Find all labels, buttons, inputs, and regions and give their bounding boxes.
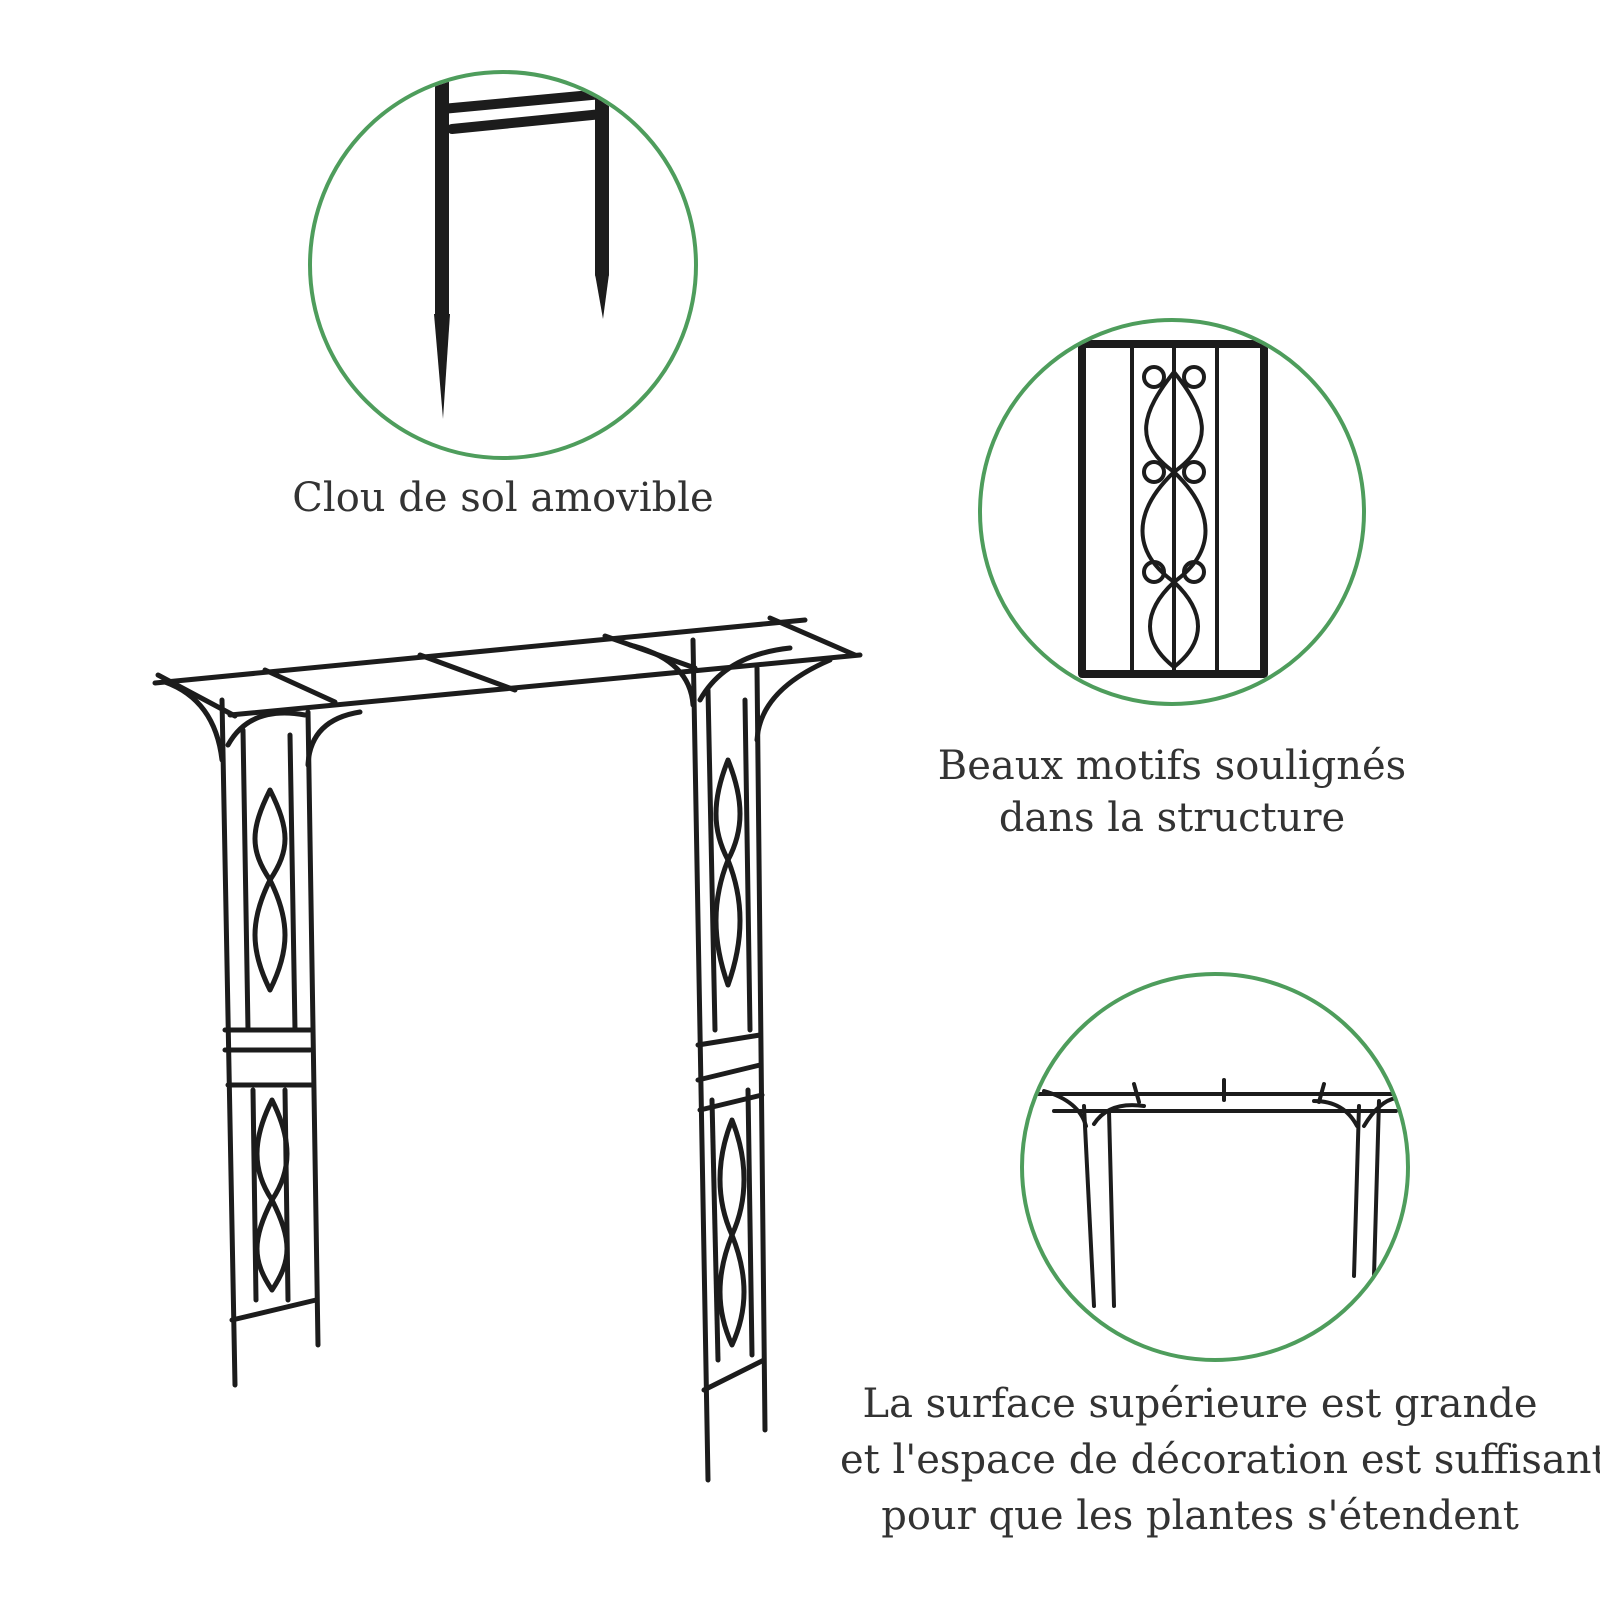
decorative-pattern-caption: Beaux motifs soulignés dans la structure	[937, 743, 1407, 841]
arch-right-panel	[627, 637, 833, 1483]
arch-top-rails	[152, 615, 863, 719]
decorative-pattern-closeup	[1078, 340, 1268, 678]
top-surface-closeup	[1032, 1078, 1398, 1308]
ground-stake-detail-circle	[308, 70, 698, 460]
ground-stake-closeup	[434, 74, 609, 419]
top-surface-caption: La surface supérieure est grande et l'es…	[840, 1381, 1600, 1539]
top-surface-detail-circle	[1020, 972, 1410, 1362]
decorative-pattern-detail-circle	[978, 318, 1366, 706]
ground-stake-caption: Clou de sol amovible	[292, 475, 714, 521]
arch-left-panel	[162, 679, 363, 1388]
